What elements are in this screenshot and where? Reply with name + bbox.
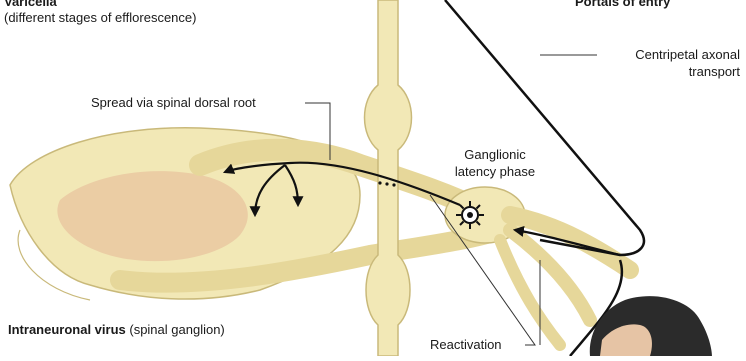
reactivation-label: Reactivation (430, 337, 502, 353)
intraneuronal-label-rest: (spinal ganglion) (126, 322, 225, 337)
ganglionic-label-line1: Ganglionic (440, 147, 550, 163)
intraneuronal-label-bold: Intraneuronal virus (8, 322, 126, 337)
varicella-title: Varicella (4, 0, 57, 10)
ganglionic-label-line2: latency phase (440, 164, 550, 180)
centripetal-label-line2: transport (600, 64, 740, 80)
intraneuronal-label: Intraneuronal virus (spinal ganglion) (8, 322, 225, 338)
varicella-subtitle: (different stages of efflorescence) (4, 10, 196, 26)
virus-icon (456, 201, 484, 229)
spread-label: Spread via spinal dorsal root (91, 95, 256, 111)
patient-head-illustration (590, 296, 712, 356)
portals-of-entry-label: Portals of entry (575, 0, 670, 10)
centripetal-label-line1: Centripetal axonal (600, 47, 740, 63)
